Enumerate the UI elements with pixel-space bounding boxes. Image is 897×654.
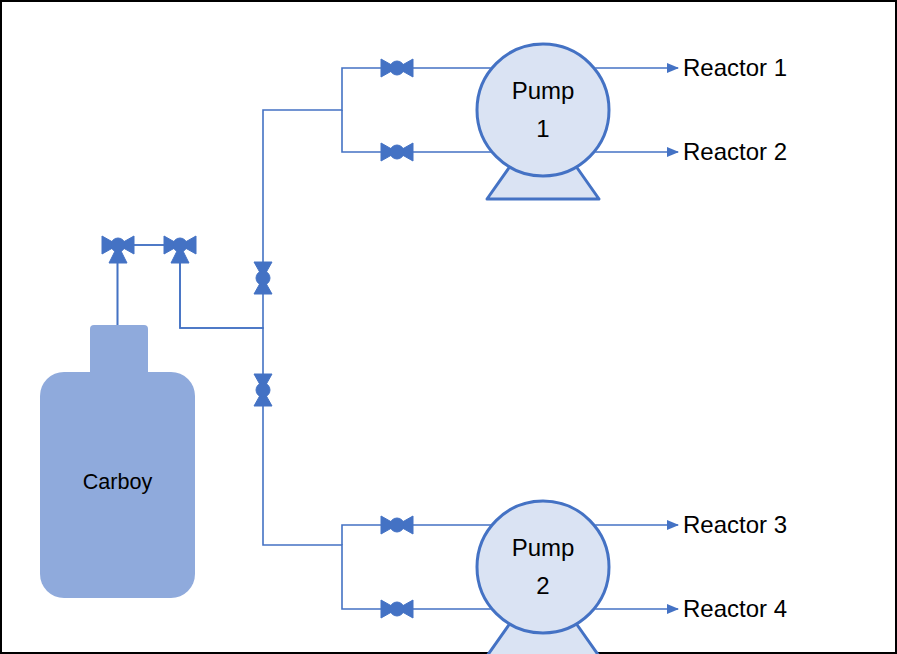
pump-symbol: Pump 1 <box>475 42 611 202</box>
three-way-valve <box>164 236 196 263</box>
gate-valve <box>254 374 272 406</box>
pump-name: Pump 1 <box>508 72 578 148</box>
vessel-name: Carboy <box>40 468 195 496</box>
gate-valve <box>381 59 413 77</box>
pipe-connector <box>118 68 491 328</box>
reactor-name: Reactor 3 <box>683 510 787 540</box>
three-way-valve <box>102 236 134 263</box>
reactor-label-box: Reactor 1 <box>683 53 787 83</box>
pump-name: Pump 2 <box>508 529 578 605</box>
reactor-label-box: Reactor 3 <box>683 510 787 540</box>
pipe-branch <box>342 525 500 545</box>
reactor-name: Reactor 2 <box>683 137 787 167</box>
carboy-vessel: Carboy <box>40 325 195 598</box>
reactor-name: Reactor 4 <box>683 594 787 624</box>
gate-valve <box>381 143 413 161</box>
gate-valve <box>254 262 272 294</box>
reactor-name: Reactor 1 <box>683 53 787 83</box>
reactor-label-box: Reactor 4 <box>683 594 787 624</box>
gate-valve <box>381 516 413 534</box>
carboy-shape <box>40 325 195 598</box>
gate-valve <box>381 600 413 618</box>
flow-arrow <box>595 67 678 69</box>
reactor-label-box: Reactor 2 <box>683 137 787 167</box>
flow-arrow <box>595 151 678 153</box>
flow-arrow <box>595 608 678 610</box>
pump-symbol: Pump 2 <box>475 499 611 654</box>
flow-arrow <box>595 524 678 526</box>
